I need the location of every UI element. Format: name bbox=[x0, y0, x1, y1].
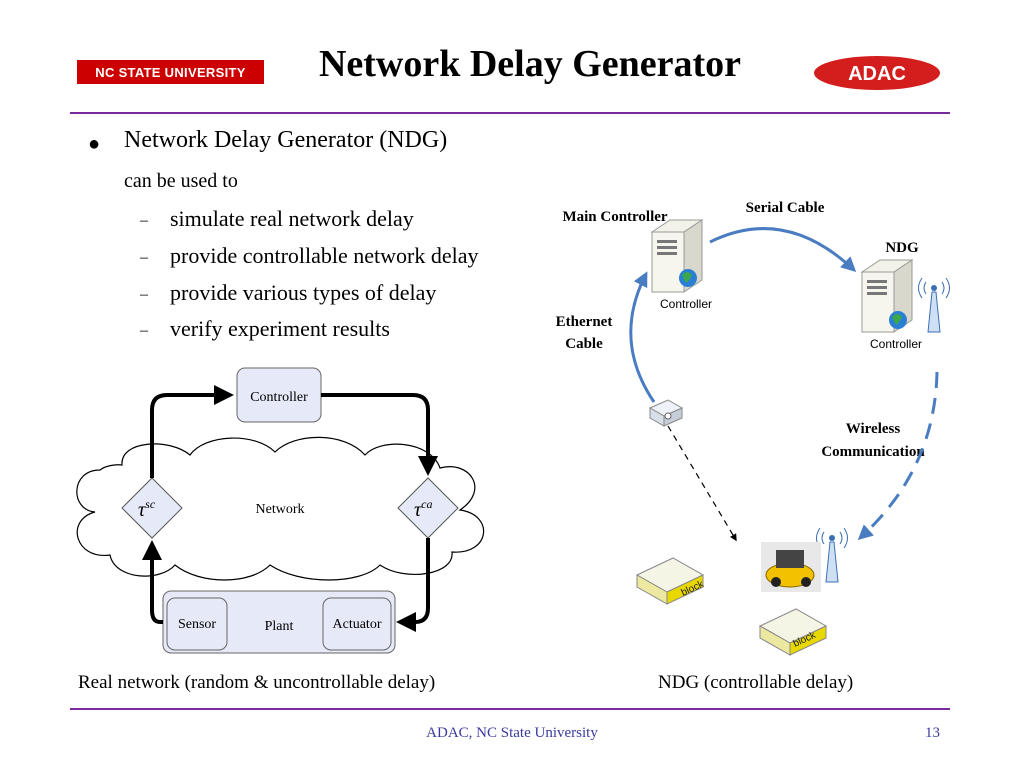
controller-label: Controller bbox=[250, 390, 308, 405]
bullet-item: provide various types of delay bbox=[170, 280, 437, 305]
block-icon-2: block bbox=[758, 608, 828, 656]
bullet-sub: can be used to bbox=[124, 170, 238, 192]
sensor-label: Sensor bbox=[178, 617, 216, 632]
svg-text:τsc: τsc bbox=[138, 497, 156, 521]
wireless-label-line1: Wireless bbox=[846, 421, 901, 437]
wireless-label-line2: Communication bbox=[821, 444, 925, 460]
slide-title: Network Delay Generator bbox=[318, 43, 742, 85]
bullet-item: provide controllable network delay bbox=[170, 243, 479, 268]
ethernet-cable-arrow bbox=[629, 271, 656, 403]
dash-marker: – bbox=[140, 286, 148, 303]
ndg-label: NDG bbox=[885, 240, 919, 256]
serial-cable-label: Serial Cable bbox=[746, 200, 825, 216]
bullet-main: Network Delay Generator (NDG) bbox=[124, 127, 448, 153]
dash-marker: – bbox=[140, 249, 148, 266]
ethernet-label-line1: Ethernet bbox=[556, 314, 613, 330]
ethernet-label-line2: Cable bbox=[565, 336, 603, 352]
right-caption: NDG (controllable delay) bbox=[658, 672, 854, 693]
robot-car-icon bbox=[761, 542, 821, 592]
adac-logo: ADAC bbox=[814, 56, 940, 90]
svg-text:τca: τca bbox=[414, 497, 433, 521]
tau-sc-base: τ bbox=[138, 499, 146, 521]
controller-label-2: Controller bbox=[870, 337, 922, 351]
dash-marker: – bbox=[140, 322, 148, 339]
flow-arrow-from-sensor bbox=[142, 540, 163, 624]
block-icon-1: block bbox=[635, 557, 706, 605]
footer-rule bbox=[70, 708, 950, 710]
real-network-diagram: Network Controller Sensor Plant Actuator… bbox=[76, 367, 485, 654]
header-rule bbox=[70, 112, 950, 114]
network-cloud bbox=[76, 436, 485, 581]
bullet-item: verify experiment results bbox=[170, 316, 390, 341]
wireless-arrow bbox=[857, 371, 939, 541]
flow-arrow-to-actuator bbox=[396, 538, 430, 632]
ethernet-router-icon bbox=[648, 399, 684, 427]
bullet-dot: ● bbox=[88, 133, 101, 155]
dash-marker: – bbox=[140, 212, 148, 229]
tau-sc-sup: sc bbox=[145, 497, 156, 511]
flow-arrow-from-controller bbox=[321, 393, 438, 476]
serial-cable-arrow bbox=[709, 227, 857, 273]
sensor-box bbox=[166, 597, 228, 651]
adac-logo-text: ADAC bbox=[848, 63, 906, 85]
robot-antenna-icon bbox=[816, 527, 848, 583]
main-controller-label: Main Controller bbox=[562, 209, 667, 225]
tau-ca-base: τ bbox=[414, 499, 422, 521]
university-logo: NC STATE UNIVERSITY bbox=[77, 60, 264, 84]
footer-text: ADAC, NC State University bbox=[426, 725, 598, 741]
controller-label-1: Controller bbox=[660, 297, 712, 311]
main-controller-server-icon bbox=[650, 219, 704, 293]
ndg-diagram: Main Controller Serial Cable NDG Etherne… bbox=[556, 200, 950, 656]
tau-ca-sup: ca bbox=[421, 497, 432, 511]
network-label: Network bbox=[256, 502, 305, 517]
actuator-label: Actuator bbox=[333, 617, 382, 632]
bullet-item: simulate real network delay bbox=[170, 206, 414, 231]
router-to-robot-arrow bbox=[667, 425, 737, 542]
ndg-server-icon bbox=[860, 259, 914, 333]
page-number: 13 bbox=[925, 725, 940, 741]
ndg-antenna-icon bbox=[918, 277, 950, 333]
tau-sc-diamond bbox=[121, 477, 183, 539]
plant-label: Plant bbox=[265, 619, 294, 634]
actuator-box bbox=[322, 597, 392, 651]
flow-arrow-to-controller bbox=[150, 385, 234, 478]
left-caption: Real network (random & uncontrollable de… bbox=[78, 672, 436, 693]
